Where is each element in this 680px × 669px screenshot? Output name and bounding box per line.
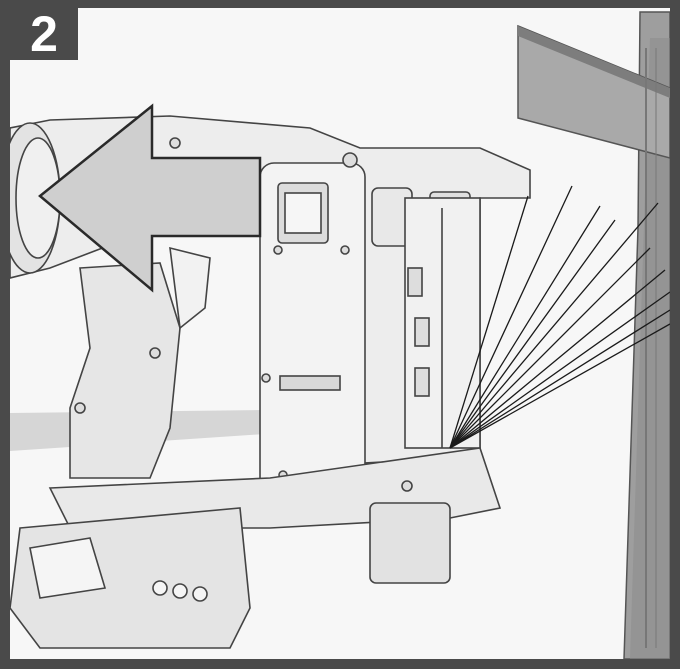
wooden-beam [517,11,670,659]
strike-lines [449,185,670,449]
nailer-illustration [10,11,670,659]
step-number-badge: 2 [10,8,78,60]
direction-arrow-icon [38,103,262,293]
